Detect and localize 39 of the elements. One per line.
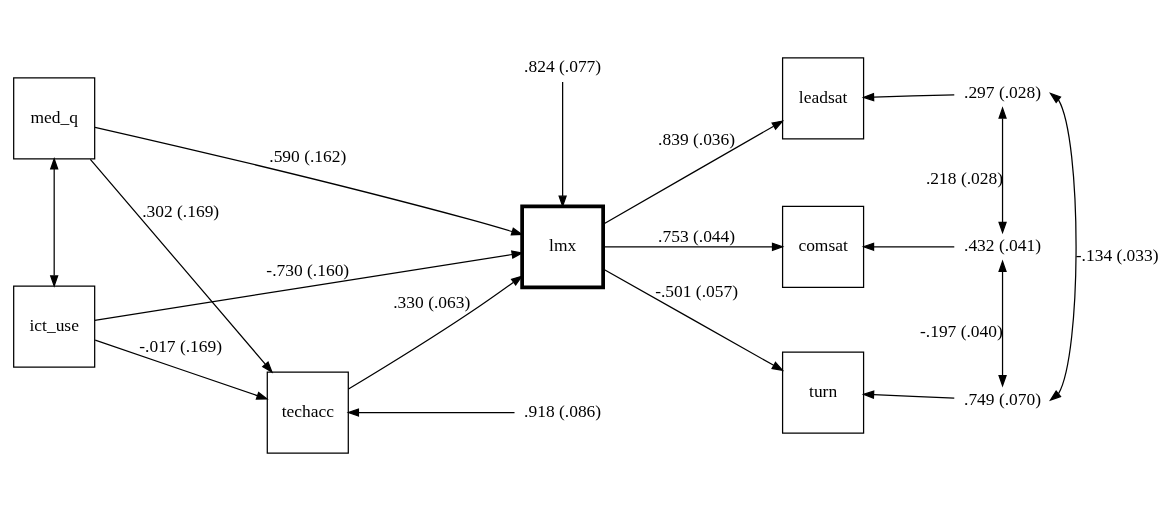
edge-label: -.197 (.040): [920, 321, 1003, 342]
arrow: [347, 275, 524, 390]
node-box: comsat: [781, 205, 865, 288]
node-box: leadsat: [781, 57, 865, 140]
node-text: .749 (.070): [964, 388, 1042, 409]
node-text: .297 (.028): [964, 82, 1042, 103]
arrow: [346, 408, 516, 417]
edge-label: -.501 (.057): [655, 280, 739, 301]
node-box: techacc: [266, 371, 349, 454]
arrow: [603, 120, 785, 225]
arrow: [861, 390, 955, 400]
arrow: [861, 92, 955, 102]
edge-label: .302 (.169): [142, 201, 220, 222]
node-box: turn: [781, 351, 865, 434]
arrow: [998, 106, 1007, 235]
arrow: [94, 250, 524, 321]
arrow: [94, 126, 524, 236]
edge-label: .753 (.044): [658, 226, 736, 247]
node-box: ict_use: [13, 285, 96, 368]
edge-label: .218 (.028): [926, 167, 1004, 188]
arrow: [861, 242, 955, 252]
node-text: .918 (.086): [524, 401, 602, 422]
edge-label: .590 (.162): [269, 146, 347, 167]
node-text: .432 (.041): [964, 235, 1042, 256]
node-box: med_q: [13, 77, 96, 160]
edge-label: -.017 (.169): [139, 335, 223, 356]
arrow: [89, 158, 274, 374]
arrow: [998, 259, 1007, 388]
arrow: [603, 242, 785, 252]
node-text: .824 (.077): [524, 55, 602, 76]
arrow: [49, 157, 59, 288]
edge-label: -.730 (.160): [266, 259, 350, 280]
arrow: [603, 268, 785, 372]
node-box: lmx: [520, 204, 605, 290]
arrow: [558, 81, 567, 208]
edge-label: .839 (.036): [658, 128, 736, 149]
arrow: [94, 339, 269, 400]
arrow: [1049, 92, 1077, 402]
edge-label: .330 (.063): [393, 292, 471, 313]
